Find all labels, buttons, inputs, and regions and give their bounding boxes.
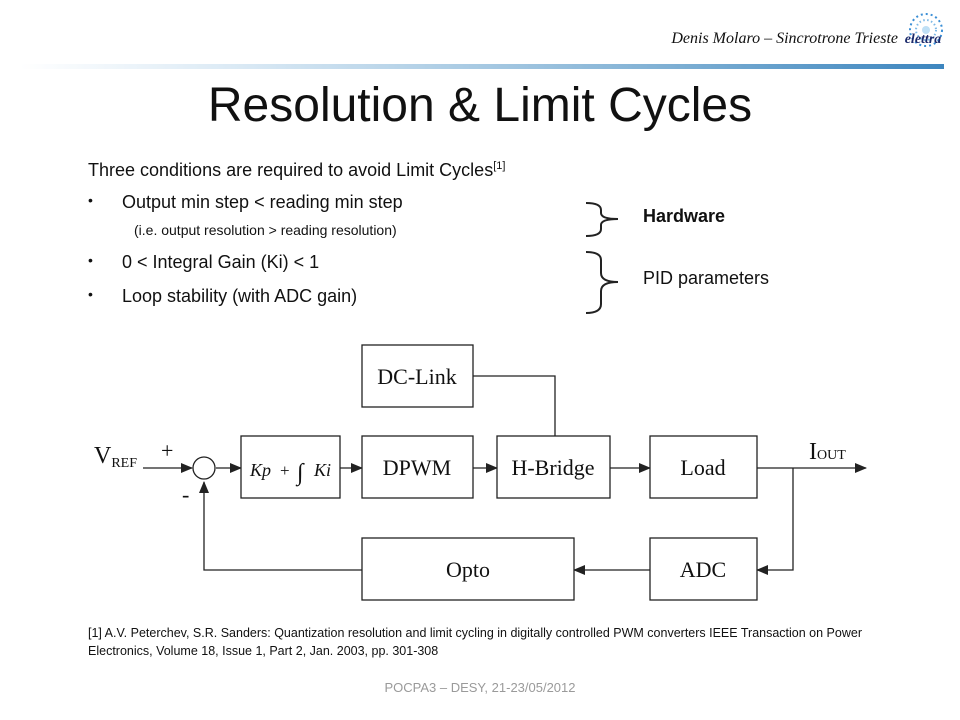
kp-term: Kp [249,460,271,480]
pid-block [240,435,341,499]
output-to-adc-wire [756,468,794,575]
opto-label: Opto [446,557,490,582]
minus-label: - [182,482,189,507]
iout-subscript: OUT [817,448,846,463]
dpwm-block [361,435,474,499]
ki-term: Ki [313,460,331,480]
slide-title: Resolution & Limit Cycles [207,79,753,132]
hbridge-label: H-Bridge [511,455,594,480]
header-rule [20,64,944,69]
iout-label: IOUT [809,439,846,465]
bullet-dot: • [88,192,93,208]
vref-subscript: REF [111,456,137,471]
elettra-logo-icon [909,13,943,47]
integral-sign: ∫ [295,460,305,487]
dclink-block [361,344,474,408]
condition-text: Loop stability (with ADC gain) [122,286,358,306]
condition-text: 0 < Integral Gain (Ki) < 1 [122,252,320,272]
intro-ref-mark: [1] [493,160,506,172]
pid-brace [585,251,619,314]
load-label: Load [680,455,725,480]
feedback-wire [199,481,362,571]
summing-junction [192,456,216,480]
intro-sentence: Three conditions are required to avoid L… [88,160,494,180]
reference-citation: [1] A.V. Peterchev, S.R. Sanders: Quanti… [88,626,862,658]
opto-block [361,537,575,601]
hardware-label: Hardware [643,206,726,226]
author-credit: Denis Molaro – Sincrotrone Trieste [671,30,898,47]
pid-label: PID parameters [643,268,770,288]
footer-text: POCPA3 – DESY, 21-23/05/2012 [384,680,576,695]
elettra-logo: elettra [900,10,946,62]
dclink-label: DC-Link [377,364,456,389]
adc-label: ADC [680,557,726,582]
vref-label: VREF [94,443,137,471]
logo-text: elettra [904,32,942,47]
dpwm-label: DPWM [383,455,451,480]
load-block [649,435,758,499]
bullet-dot: • [88,252,93,268]
dclink-to-hbridge-wire [473,375,556,436]
hardware-brace [585,202,619,237]
iout-main: I [809,439,817,465]
bullet-dot: • [88,286,93,302]
pid-plus-sign: + [280,461,290,480]
condition-note: (i.e. output resolution > reading resolu… [134,222,397,238]
hbridge-block [496,435,611,499]
intro-text: Three conditions are required to avoid L… [88,160,505,181]
vref-main: V [94,443,112,469]
plus-label: + [161,438,173,463]
adc-block [649,537,758,601]
condition-text: Output min step < reading min step [122,192,403,212]
